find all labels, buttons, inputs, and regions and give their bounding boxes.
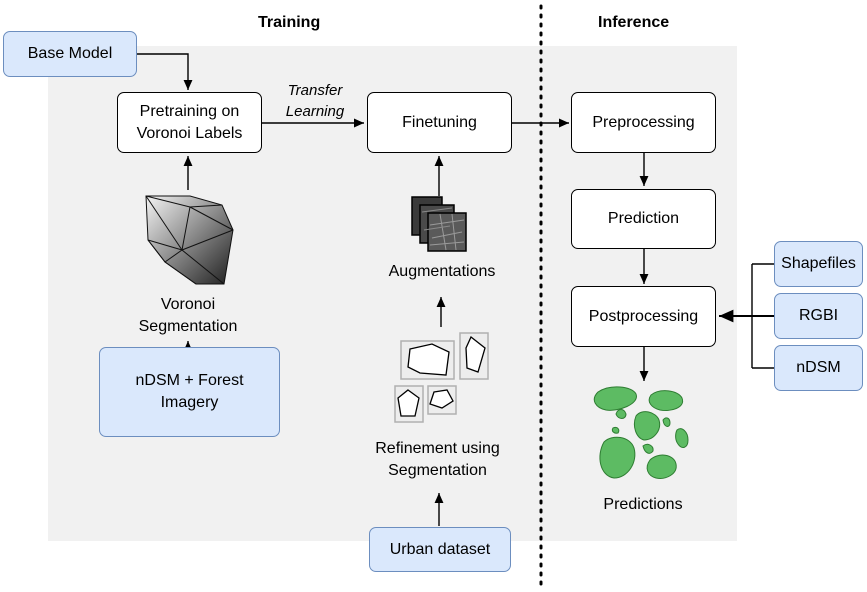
ndsm-forest-imagery-box: nDSM + Forest Imagery [99,347,280,437]
prediction-box: Prediction [571,189,716,249]
ndsm-box: nDSM [774,345,863,391]
urban-dataset-box: Urban dataset [369,527,511,572]
voronoi-gem-icon [145,195,234,285]
inference-heading: Inference [598,14,670,31]
preprocessing-box: Preprocessing [571,92,716,153]
arrow-base-to-pretraining [137,53,193,90]
base-model-box: Base Model [3,31,137,77]
voronoi-segmentation-label: Voronoi Segmentation [138,296,238,335]
finetuning-box: Finetuning [367,92,512,153]
rgbi-box: RGBI [774,293,863,339]
transfer-learning-label: Transfer Learning [285,82,345,120]
predictions-blobs-icon [593,386,689,479]
training-heading: Training [258,14,321,31]
refinement-polygons-icon [394,332,489,423]
postprocessing-box: Postprocessing [571,286,716,347]
shapefiles-box: Shapefiles [774,241,863,287]
augmentation-stack-icon [411,196,467,252]
predictions-label: Predictions [603,496,683,513]
augmentations-label: Augmentations [388,263,496,280]
refinement-label: Refinement using Segmentation [375,440,500,479]
pretraining-box: Pretraining on Voronoi Labels [117,92,262,153]
